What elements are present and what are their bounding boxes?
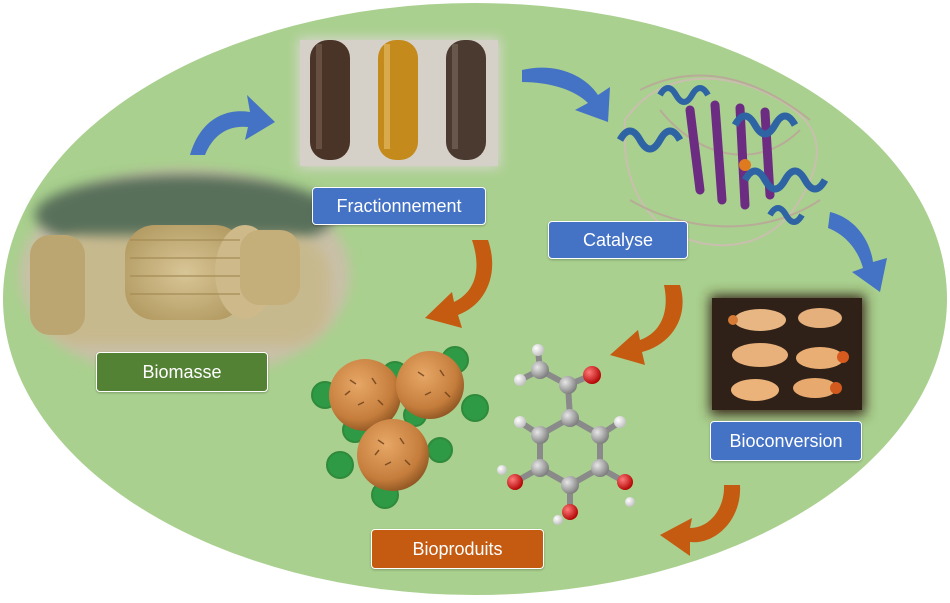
- biomasse-label: Biomasse: [96, 352, 268, 392]
- arrow-biomasse-to-fractionnement: [190, 95, 275, 155]
- bioconversion-label: Bioconversion: [710, 421, 862, 461]
- termites-photo: [710, 295, 865, 415]
- fractionnement-text: Fractionnement: [336, 195, 462, 216]
- biomasse-text: Biomasse: [142, 361, 222, 382]
- bioproduits-label: Bioproduits: [371, 529, 544, 569]
- catalyse-label: Catalyse: [548, 221, 688, 259]
- test-tubes-photo: [298, 38, 500, 168]
- arrow-bioconversion-to-bioproduits: [660, 485, 741, 556]
- bioconversion-text: Bioconversion: [729, 430, 843, 451]
- arrow-catalyse-to-bioconversion: [828, 212, 887, 292]
- hay-bales-photo: [20, 170, 350, 380]
- product-arrows: [425, 240, 741, 556]
- catalyse-text: Catalyse: [582, 229, 654, 250]
- nanoparticles-illustration: [311, 346, 489, 509]
- arrow-catalyse-to-bioproduits: [610, 285, 683, 365]
- cycle-arrows: [190, 67, 887, 292]
- arrow-fractionnement-to-catalyse: [522, 67, 610, 122]
- fractionnement-label: Fractionnement: [312, 187, 486, 225]
- molecule-model: [497, 344, 635, 525]
- arrow-fractionnement-to-bioproduits: [425, 240, 493, 328]
- bioproduits-text: Bioproduits: [412, 538, 503, 559]
